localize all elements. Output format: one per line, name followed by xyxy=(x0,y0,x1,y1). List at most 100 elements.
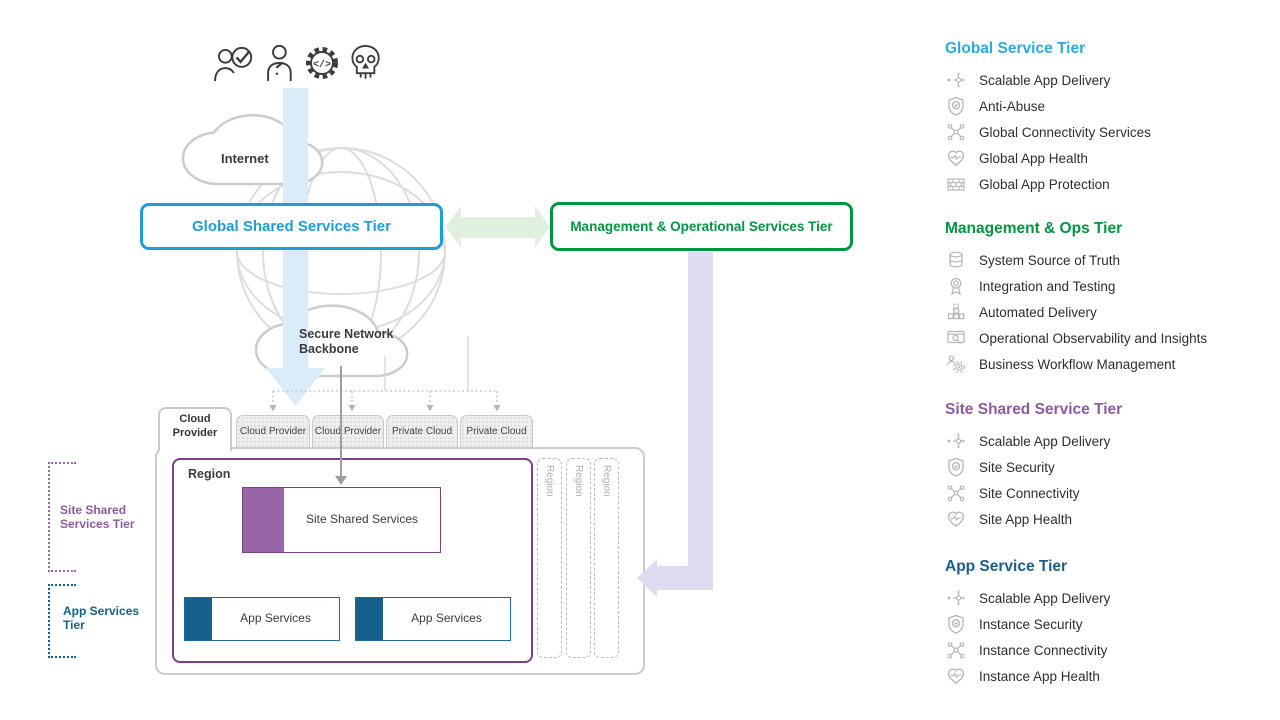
connectivity-icon xyxy=(945,483,966,504)
legend-item: Scalable App Delivery xyxy=(945,428,1275,454)
connectivity-icon xyxy=(945,122,966,143)
legend-item-label: Integration and Testing xyxy=(979,279,1115,294)
legend-item-label: Anti-Abuse xyxy=(979,99,1045,114)
scalable-delivery-icon xyxy=(945,588,966,609)
legend-item: Instance Connectivity xyxy=(945,637,1275,663)
legend-item-label: Global Connectivity Services xyxy=(979,125,1151,140)
ghost-region-2: Region xyxy=(566,458,591,658)
legend-section: Global Service TierScalable App Delivery… xyxy=(945,40,1275,197)
tier-sync-arrow xyxy=(446,206,550,248)
legend-section-title: Global Service Tier xyxy=(945,40,1275,58)
tab-private-cloud-1: Private Cloud xyxy=(386,415,458,447)
gear-person-icon xyxy=(945,354,966,375)
legend-item-label: Scalable App Delivery xyxy=(979,73,1110,88)
legend-item-label: Site Connectivity xyxy=(979,486,1080,501)
legend-item: Integration and Testing xyxy=(945,273,1275,299)
globe-wireframe xyxy=(237,148,445,356)
app-services-label: App Services xyxy=(383,598,510,640)
ghost-region-3: Region xyxy=(594,458,619,658)
legend-section-title: Site Shared Service Tier xyxy=(945,401,1275,419)
legend-section-title: App Service Tier xyxy=(945,558,1275,576)
site-shared-services-box: Site Shared Services xyxy=(242,487,441,553)
site-shared-accent-bar xyxy=(243,488,284,552)
skull-icon xyxy=(349,44,382,82)
badge-icon xyxy=(945,276,966,297)
tab-cloud-provider-2: Cloud Provider xyxy=(236,415,310,447)
actors-row: </> xyxy=(213,44,382,82)
legend-item: System Source of Truth xyxy=(945,247,1275,273)
legend-item: Operational Observability and Insights xyxy=(945,325,1275,351)
legend-item: Global App Health xyxy=(945,145,1275,171)
legend-item-label: Global App Health xyxy=(979,151,1088,166)
legend-section: App Service TierScalable App DeliveryIns… xyxy=(945,558,1275,689)
app-services-label: App Services xyxy=(212,598,339,640)
legend-section: Site Shared Service TierScalable App Del… xyxy=(945,401,1275,532)
legend-item-label: Instance Connectivity xyxy=(979,643,1107,658)
app-services-box-1: App Services xyxy=(184,597,340,641)
legend-item: Global Connectivity Services xyxy=(945,119,1275,145)
legend-item: Scalable App Delivery xyxy=(945,67,1275,93)
site-tier-side-label: Site Shared Services Tier xyxy=(60,503,144,532)
app-health-icon xyxy=(945,148,966,169)
legend-section-title: Management & Ops Tier xyxy=(945,220,1275,238)
legend-item-label: Site Security xyxy=(979,460,1055,475)
app-tier-side-label: App Services Tier xyxy=(63,604,151,633)
shield-check-icon xyxy=(945,614,966,635)
legend-item: Global App Protection xyxy=(945,171,1275,197)
internet-label: Internet xyxy=(221,151,269,166)
person-check-icon xyxy=(213,44,256,82)
scalable-delivery-icon xyxy=(945,70,966,91)
legend-item-label: System Source of Truth xyxy=(979,253,1120,268)
app-services-box-2: App Services xyxy=(355,597,511,641)
connectivity-icon xyxy=(945,640,966,661)
legend-section: Management & Ops TierSystem Source of Tr… xyxy=(945,220,1275,377)
legend-item-label: Scalable App Delivery xyxy=(979,434,1110,449)
region-label: Region xyxy=(188,467,230,481)
management-operational-services-tier-box: Management & Operational Services Tier xyxy=(550,202,853,251)
svg-text:</>: </> xyxy=(313,59,331,71)
tab-cloud-provider-active: Cloud Provider xyxy=(158,407,232,451)
global-shared-services-tier-box: Global Shared Services Tier xyxy=(140,203,443,250)
legend-item-label: Automated Delivery xyxy=(979,305,1097,320)
database-icon xyxy=(945,250,966,271)
gear-code-icon: </> xyxy=(303,44,341,82)
shield-check-icon xyxy=(945,96,966,117)
legend-item-label: Operational Observability and Insights xyxy=(979,331,1207,346)
ghost-region-label: Region xyxy=(544,459,555,657)
legend-item: Instance App Health xyxy=(945,663,1275,689)
internet-cloud-shape xyxy=(183,115,322,184)
backbone-label: Secure Network Backbone xyxy=(299,327,399,357)
legend-item: Site Security xyxy=(945,454,1275,480)
legend-item: Business Workflow Management xyxy=(945,351,1275,377)
person-question-icon xyxy=(264,44,295,82)
blocks-icon xyxy=(945,302,966,323)
shield-check-icon xyxy=(945,457,966,478)
app-services-accent-bar xyxy=(185,598,212,640)
legend-item-label: Site App Health xyxy=(979,512,1072,527)
legend-item-label: Scalable App Delivery xyxy=(979,591,1110,606)
ghost-region-1: Region xyxy=(537,458,562,658)
tab-private-cloud-2: Private Cloud xyxy=(460,415,533,447)
legend-item: Site Connectivity xyxy=(945,480,1275,506)
ghost-region-label: Region xyxy=(573,459,584,657)
app-health-icon xyxy=(945,666,966,687)
site-shared-services-label: Site Shared Services xyxy=(284,488,440,552)
legend-item: Site App Health xyxy=(945,506,1275,532)
legend-item-label: Business Workflow Management xyxy=(979,357,1175,372)
legend-item-label: Instance App Health xyxy=(979,669,1100,684)
legend-item: Scalable App Delivery xyxy=(945,585,1275,611)
brick-wall-icon xyxy=(945,174,966,195)
ghost-region-label: Region xyxy=(601,459,612,657)
mgmt-services-arrow xyxy=(637,252,713,597)
legend-item: Automated Delivery xyxy=(945,299,1275,325)
legend-item: Instance Security xyxy=(945,611,1275,637)
app-health-icon xyxy=(945,509,966,530)
legend-item: Anti-Abuse xyxy=(945,93,1275,119)
tab-cloud-provider-3: Cloud Provider xyxy=(312,415,384,447)
legend-item-label: Global App Protection xyxy=(979,177,1110,192)
monitor-search-icon xyxy=(945,328,966,349)
app-services-accent-bar xyxy=(356,598,383,640)
scalable-delivery-icon xyxy=(945,431,966,452)
legend-item-label: Instance Security xyxy=(979,617,1083,632)
